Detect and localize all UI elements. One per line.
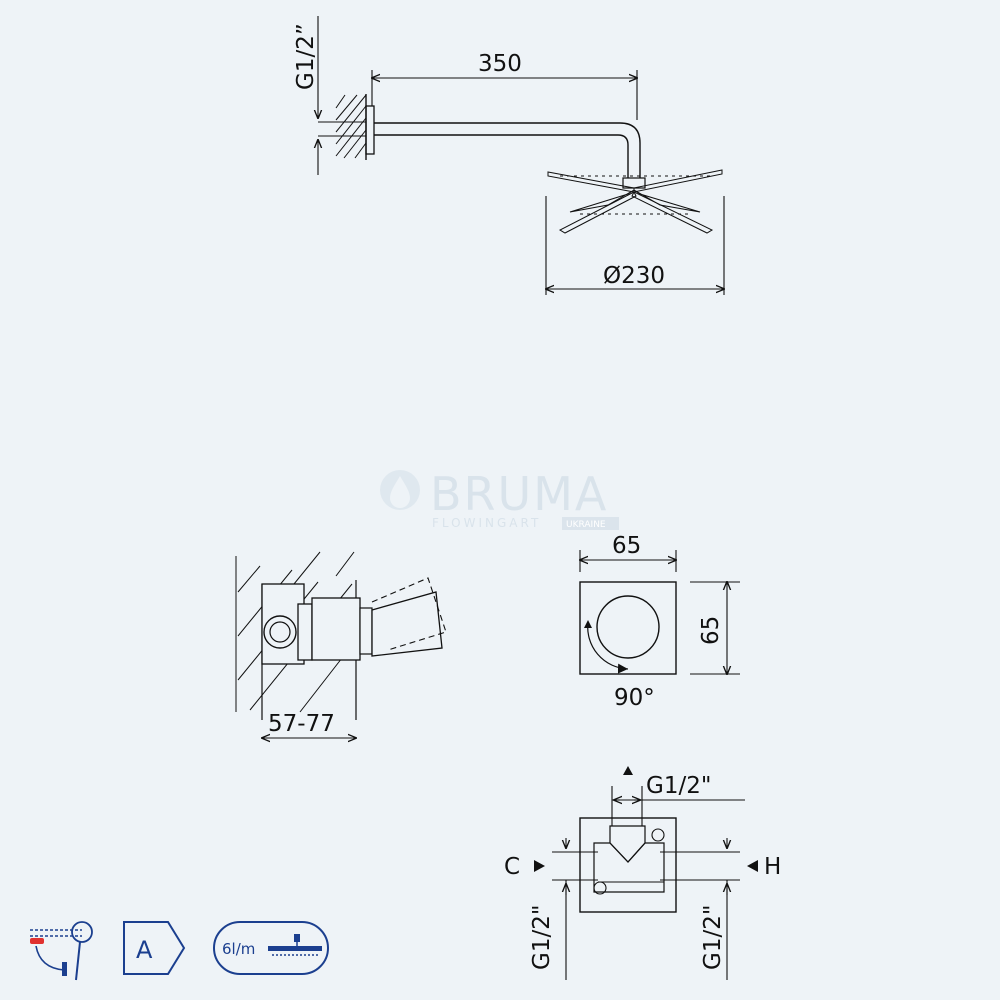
mixer-width-dimension [580, 550, 676, 572]
hot-label: H [764, 854, 781, 880]
watermark: BRUMA FLOWINGART UKRAINE [380, 467, 619, 530]
left-thread-label: G1/2" [529, 905, 555, 970]
mixer-width-label: 65 [612, 533, 641, 559]
mixer-height-dimension [690, 582, 740, 674]
mixer-side-view [235, 551, 447, 720]
energy-class-label: A [136, 936, 153, 964]
watermark-tagline: FLOWINGART [432, 516, 541, 530]
outlet-arrow-icon [623, 766, 633, 775]
energy-class-icon: A [123, 921, 186, 975]
arm-length-label: 350 [478, 51, 522, 77]
rotation-label: 90° [614, 685, 655, 711]
arm-length-dimension [372, 70, 637, 120]
shower-arm-drawing [318, 94, 723, 234]
inlet-thread-label: G1/2” [293, 23, 319, 90]
flow-rate-icon: 6l/m [213, 921, 329, 975]
cold-label: C [504, 854, 520, 880]
hot-inlet-dimension [660, 838, 740, 980]
valve-top-thread-label: G1/2" [646, 773, 711, 799]
mixer-height-label: 65 [698, 616, 724, 645]
cold-inlet-arrow-icon [534, 860, 545, 872]
right-thread-label: G1/2" [700, 905, 726, 970]
head-diameter-label: Ø230 [603, 263, 665, 289]
mixer-front-view [579, 581, 677, 675]
head-diameter-dimension [546, 196, 724, 295]
hand-shower-icon [30, 921, 93, 981]
mixer-depth-label: 57-77 [268, 711, 335, 737]
watermark-region: UKRAINE [566, 520, 606, 530]
valve-top-thread-dimension [611, 786, 745, 826]
valve-body-view [579, 817, 677, 913]
wall-hatch [335, 94, 367, 159]
watermark-brand: BRUMA [430, 467, 608, 521]
hot-inlet-arrow-icon [747, 860, 758, 872]
shower-head-disc [547, 169, 723, 234]
cold-inlet-dimension [552, 838, 598, 980]
flow-rate-label: 6l/m [222, 940, 255, 958]
